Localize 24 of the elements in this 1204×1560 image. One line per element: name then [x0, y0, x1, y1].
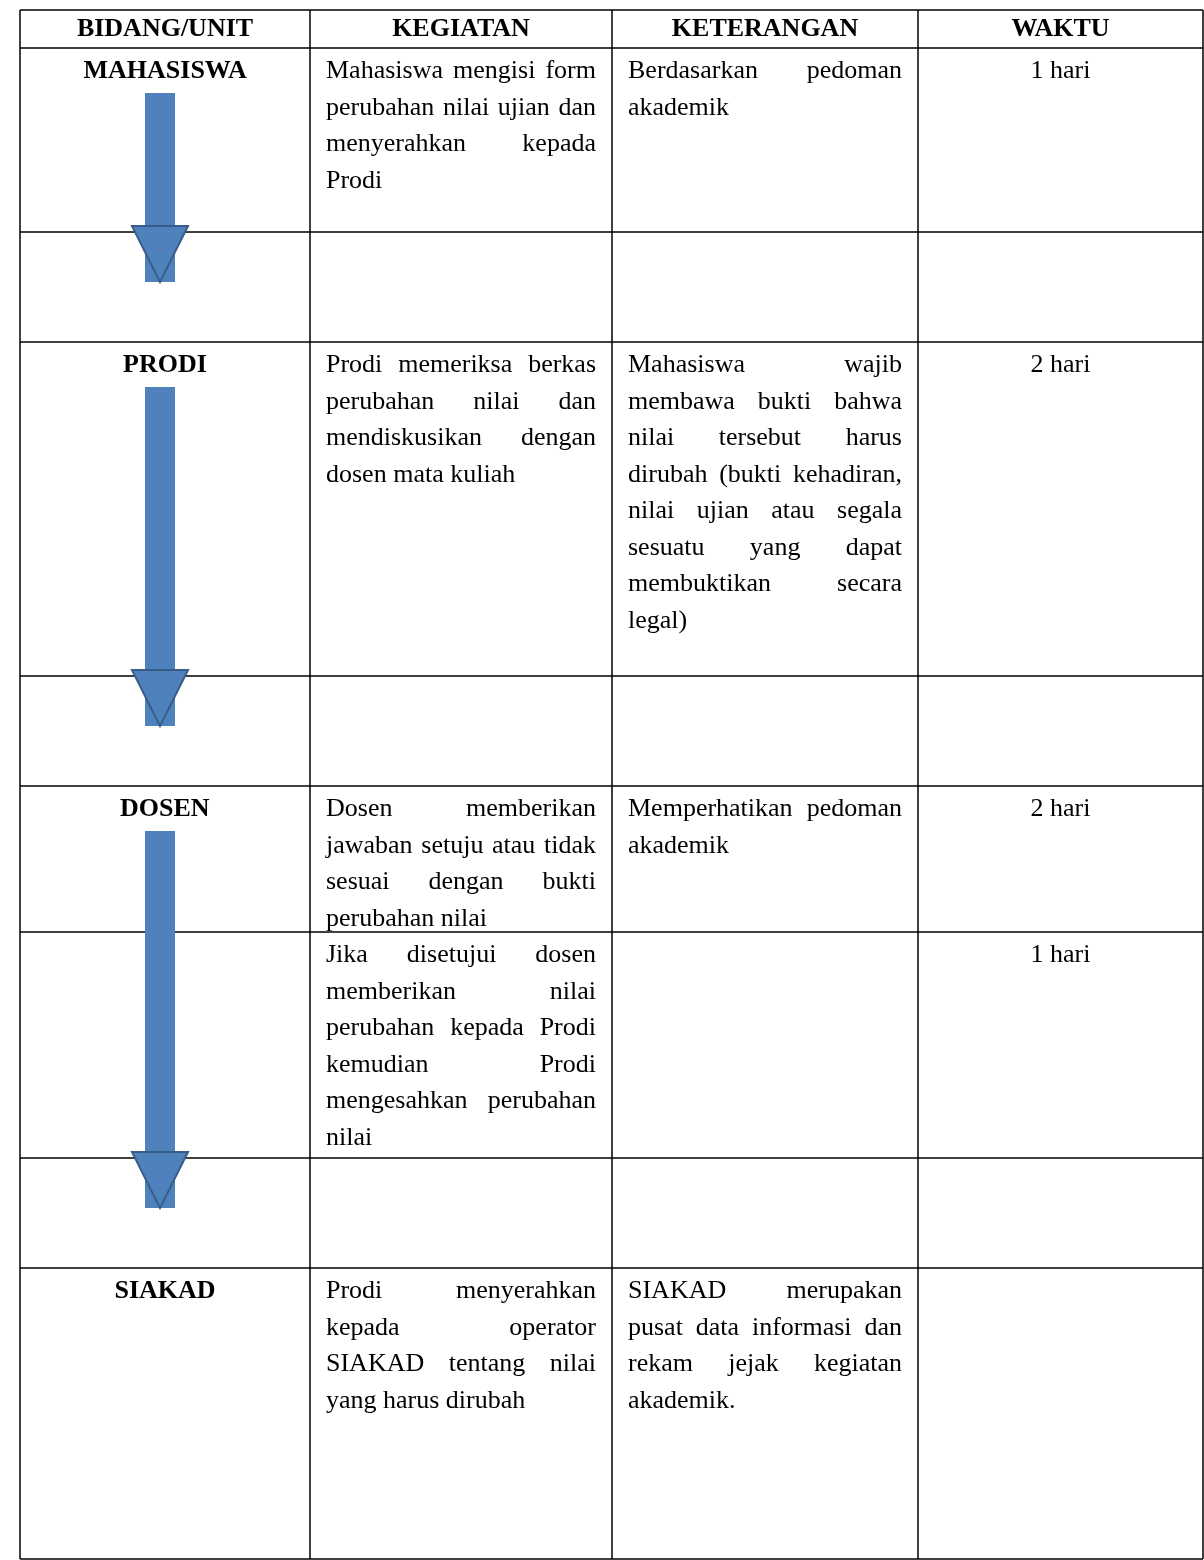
table-cell-text: 1 hari: [1029, 54, 1092, 86]
unit-name: MAHASISWA: [83, 52, 247, 89]
column-header: BIDANG/UNIT: [75, 12, 255, 44]
table-cell-text: Memperhatikan pedoman akademik: [628, 792, 902, 861]
table-cell-text: Dosen memberikan jawaban setuju atau tidak sesuai dengan bukti perubahan nilai: [326, 792, 596, 934]
unit-name: DOSEN: [120, 790, 210, 827]
unit-name: PRODI: [123, 346, 207, 383]
column-header: KETERANGAN: [670, 12, 860, 44]
table-cell-text: Berdasarkan pedoman akademik: [628, 54, 902, 123]
table-cell-text: Prodi menyerahkan kepada operator SIAKAD tentang nilai yang harus dirubah: [326, 1274, 596, 1416]
block-arrow: [131, 93, 189, 283]
table-cell-text: Jika disetujui dosen memberikan nilai perubahan kepada Prodi kemudian Prodi mengesahkan perubahan nilai: [326, 938, 596, 1153]
table-cell-text: 1 hari: [1029, 938, 1092, 970]
unit-name: SIAKAD: [114, 1272, 216, 1309]
column-header: WAKTU: [1010, 12, 1111, 44]
table-cell-text: Prodi memeriksa berkas perubahan nilai dan mendiskusikan dengan dosen mata kuliah: [326, 348, 596, 490]
table-cell-text: SIAKAD merupakan pusat data informasi dan rekam jejak kegiatan akademik.: [628, 1274, 902, 1416]
block-arrow: [131, 831, 189, 1209]
table-cell-text: 2 hari: [1029, 348, 1092, 380]
column-header: KEGIATAN: [391, 12, 531, 44]
block-arrow: [131, 387, 189, 727]
table-cell-text: Mahasiswa wajib membawa bukti bahwa nilai tersebut harus dirubah (bukti kehadiran, nilai ujian atau segala sesuatu yang dapat membuktikan secara legal): [628, 348, 902, 636]
table-cell-text: Mahasiswa mengisi form perubahan nilai ujian dan menyerahkan kepada Prodi: [326, 54, 596, 196]
table-cell-text: 2 hari: [1029, 792, 1092, 824]
